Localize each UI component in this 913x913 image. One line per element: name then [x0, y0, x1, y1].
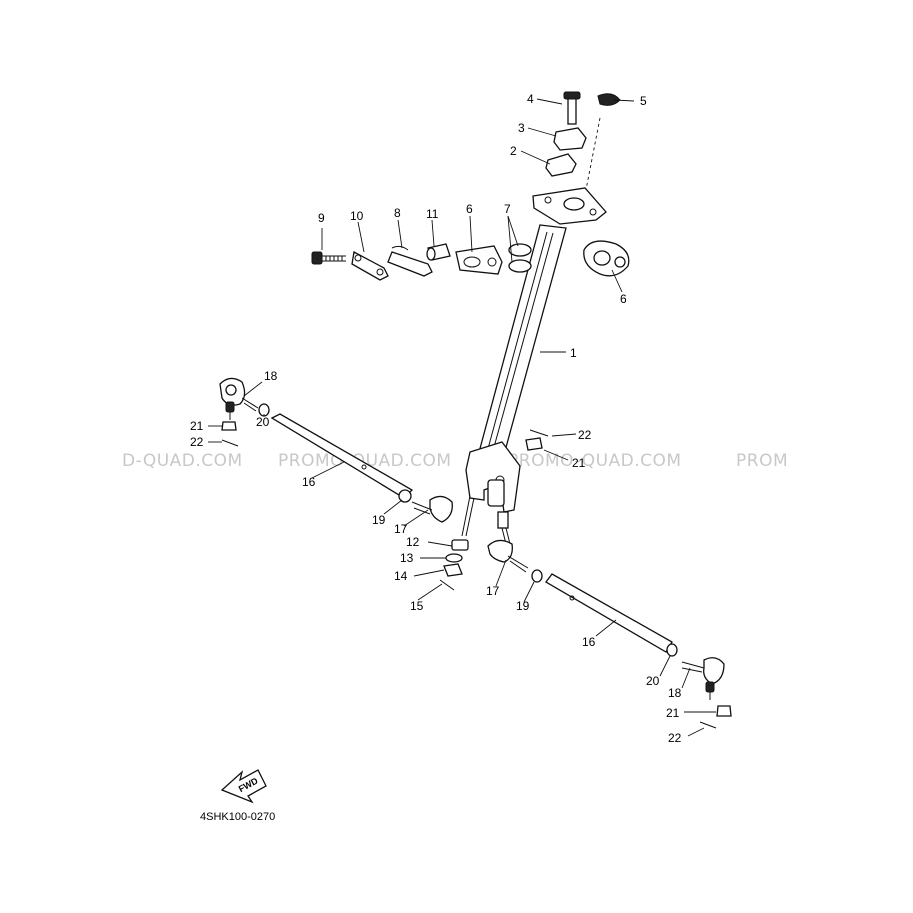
callout-22-left: 22: [190, 435, 204, 449]
callout-17-right: 17: [486, 584, 500, 598]
callout-16-left: 16: [302, 475, 316, 489]
callout-7: 7: [504, 202, 511, 216]
callout-4: 4: [527, 92, 534, 106]
callout-14: 14: [394, 569, 408, 583]
column-end-hardware: [525, 429, 549, 451]
watermark: D-QUAD.COM PROMO-QUAD.COM PROMO-QUAD.COM…: [122, 451, 788, 471]
callout-21-left: 21: [190, 419, 204, 433]
fwd-arrow: FWD: [220, 769, 267, 804]
callout-19-left: 19: [372, 513, 386, 527]
callout-20-right: 20: [646, 674, 660, 688]
tie-rod-left: [219, 377, 453, 523]
callout-15: 15: [410, 599, 424, 613]
callout-17-left: 17: [394, 522, 408, 536]
tie-rod-right: [487, 539, 732, 729]
callout-6-holder-right: 6: [620, 292, 627, 306]
callout-10: 10: [350, 209, 364, 223]
callout-8: 8: [394, 206, 401, 220]
center-hardware: [439, 495, 513, 591]
callout-6-holder-left: 6: [466, 202, 473, 216]
callout-1: 1: [570, 346, 577, 360]
callout-22-right: 22: [668, 731, 682, 745]
watermark-segment: PROM: [736, 451, 788, 471]
callout-11: 11: [426, 207, 439, 221]
callout-9: 9: [318, 211, 325, 225]
callout-3: 3: [518, 121, 525, 135]
callout-18-right: 18: [668, 686, 682, 700]
callout-18-left: 18: [264, 369, 278, 383]
callout-12: 12: [406, 535, 420, 549]
callout-16-right: 16: [582, 635, 596, 649]
callout-labels: 1 2 3 4 5 6 6 7 8 9 10 11 12 13 14 15 16…: [190, 92, 682, 745]
watermark-segment: D-QUAD.COM: [122, 451, 243, 471]
steering-column: [465, 117, 607, 513]
watermark-segment: PROMO-QUAD.COM: [508, 451, 682, 471]
handlebar-holders: [545, 91, 621, 177]
watermark-segment: PROMO-QUAD.COM: [278, 451, 452, 471]
callout-5: 5: [640, 94, 647, 108]
callout-19-right: 19: [516, 599, 530, 613]
callout-20-left: 20: [256, 415, 270, 429]
shaft-holder-right: [583, 240, 630, 277]
left-hardware-row: [311, 243, 532, 281]
diagram-reference-code: 4SHK100-0270: [200, 811, 275, 823]
leader-lines: [208, 98, 716, 737]
callout-2: 2: [510, 144, 517, 158]
callout-21-right: 21: [666, 706, 680, 720]
callout-21-center: 21: [572, 456, 586, 470]
fwd-arrow-icon: [220, 769, 267, 804]
callout-22-center: 22: [578, 428, 592, 442]
callout-13: 13: [400, 551, 414, 565]
